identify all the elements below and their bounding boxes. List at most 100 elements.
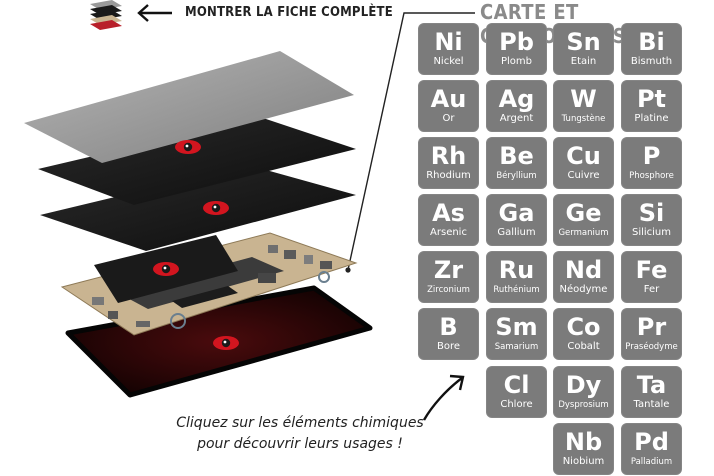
element-symbol: Pr (636, 313, 667, 341)
element-name: Samarium (494, 342, 539, 352)
exploded-phone-illustration (24, 51, 373, 398)
element-symbol: P (642, 142, 661, 170)
element-name: Gallium (497, 227, 536, 238)
element-name: Etain (570, 56, 597, 67)
element-name: Palladium (630, 457, 673, 467)
element-symbol: Zr (433, 256, 464, 284)
element-symbol: Be (499, 142, 534, 170)
element-symbol: Pt (636, 85, 667, 113)
element-symbol: Dy (565, 371, 602, 399)
element-name: Or (442, 113, 455, 124)
element-symbol: Ga (498, 199, 535, 227)
element-symbol: Si (638, 199, 665, 227)
element-name: Néodyme (559, 284, 608, 295)
element-name: Cobalt (567, 341, 600, 352)
full-sheet-thumbnail-icon[interactable] (86, 0, 126, 34)
eye-icon-back-cover[interactable] (213, 336, 239, 350)
element-name: Zirconium (427, 285, 470, 295)
element-symbol: Ni (434, 28, 463, 56)
element-name: Bismuth (630, 56, 673, 67)
show-full-sheet-link[interactable]: MONTRER LA FICHE COMPLÈTE (185, 5, 393, 20)
element-name: Chlore (500, 399, 533, 410)
element-name: Germanium (558, 228, 609, 238)
eye-icon-frame[interactable] (153, 262, 179, 276)
element-symbol: Sm (495, 313, 538, 341)
element-name: Bore (436, 341, 461, 352)
element-name: Ruthénium (493, 285, 540, 295)
arrow-left-icon (137, 4, 172, 22)
eye-icon-screen[interactable] (203, 201, 229, 215)
element-symbol: Pb (499, 28, 534, 56)
element-name: Phosphore (629, 171, 674, 181)
curved-arrow-icon (422, 374, 465, 421)
element-name: Praséodyme (625, 342, 678, 352)
element-symbol: Cu (566, 142, 601, 170)
element-symbol: Ag (498, 85, 535, 113)
element-symbol: Ge (565, 199, 602, 227)
element-symbol: Sn (566, 28, 601, 56)
circuit-board (60, 232, 358, 336)
element-name: Argent (499, 113, 534, 124)
element-name: Plomb (500, 56, 532, 67)
element-symbol: Ru (498, 256, 535, 284)
element-name: Tungstène (561, 114, 606, 124)
element-symbol: Pd (634, 428, 669, 456)
element-name: Tantale (633, 399, 670, 410)
element-symbol: Rh (430, 142, 467, 170)
instruction-line-1: Cliquez sur les éléments chimiques (176, 415, 424, 431)
element-name: Nickel (433, 56, 464, 67)
connector-line (345, 12, 475, 273)
element-symbol: Ta (636, 371, 667, 399)
element-name: Rhodium (426, 170, 471, 181)
instruction-text: Cliquez sur les éléments chimiques pour … (150, 413, 450, 455)
element-symbol: Nd (564, 256, 603, 284)
element-name: Cuivre (567, 170, 600, 181)
element-symbol: Au (430, 85, 467, 113)
element-name: Fer (643, 284, 660, 295)
element-name: Arsenic (430, 227, 467, 238)
eye-icon-glass[interactable] (175, 140, 201, 154)
element-name: Béryllium (496, 171, 537, 181)
element-symbol: W (570, 85, 597, 113)
element-name: Dysprosium (558, 400, 609, 410)
element-name: Niobium (562, 456, 605, 467)
element-symbol: Co (566, 313, 601, 341)
element-name: Platine (634, 113, 669, 124)
element-symbol: B (439, 313, 458, 341)
instruction-line-2: pour découvrir leurs usages ! (197, 436, 403, 452)
element-name: Silicium (631, 227, 672, 238)
element-symbol: Fe (635, 256, 668, 284)
element-symbol: Nb (564, 428, 603, 456)
element-symbol: As (432, 199, 465, 227)
element-symbol: Cl (503, 371, 530, 399)
